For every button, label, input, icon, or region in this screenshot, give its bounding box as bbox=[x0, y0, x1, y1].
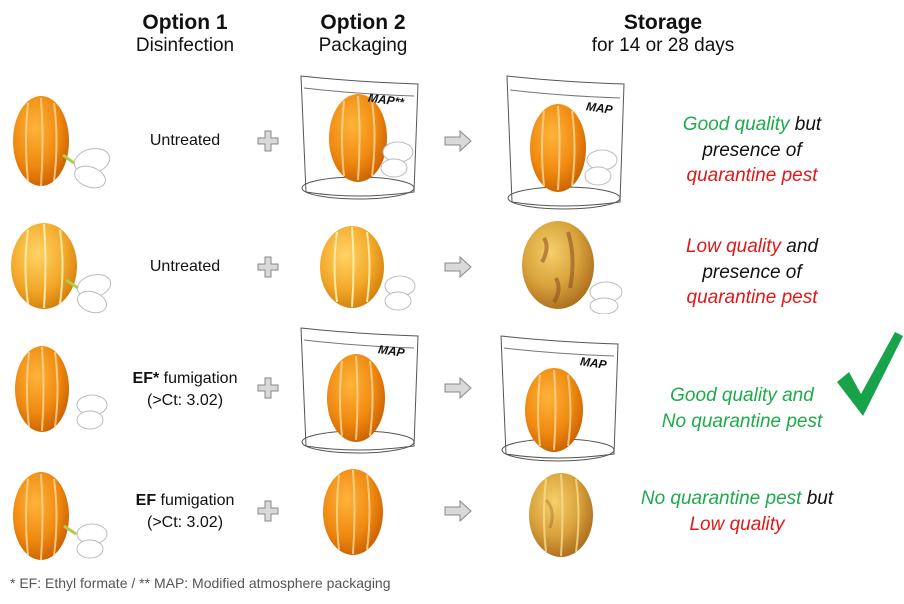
result-row1-pest: quarantine pest bbox=[686, 165, 818, 187]
result-row3: Good quality and No quarantine pest bbox=[632, 383, 852, 434]
header-storage-subtitle: for 14 or 28 days bbox=[591, 35, 735, 57]
treatment-row4-rest: fumigation bbox=[156, 492, 235, 509]
result-row1-presence: presence of bbox=[702, 139, 802, 161]
melon-row4-packaging bbox=[323, 469, 383, 555]
header-storage-title: Storage bbox=[623, 11, 703, 34]
result-row1-good: Good quality bbox=[682, 114, 790, 135]
result-row3-line1: Good quality and bbox=[670, 385, 814, 406]
header-option1-title: Option 1 bbox=[142, 11, 228, 34]
pest-icon bbox=[62, 148, 111, 189]
arrow-icon bbox=[444, 500, 472, 522]
result-row4-nopest: No quarantine pest bbox=[640, 488, 802, 509]
melon-row4-storage bbox=[529, 473, 593, 557]
result-row4: No quarantine pest but Low quality bbox=[620, 486, 854, 537]
header-storage: Storage for 14 or 28 days bbox=[568, 10, 758, 58]
header-option1-subtitle: Disinfection bbox=[135, 35, 235, 57]
result-row4-low: Low quality bbox=[689, 513, 785, 535]
result-row2-low: Low quality bbox=[685, 236, 782, 257]
treatment-row1: Untreated bbox=[149, 132, 221, 149]
treatment-row2: Untreated bbox=[149, 258, 221, 275]
arrow-icon bbox=[444, 256, 472, 278]
result-row4-but: but bbox=[801, 488, 834, 509]
melon-row1-raw bbox=[13, 96, 111, 189]
treatment-row3-bold: EF* bbox=[132, 370, 160, 387]
result-row1: Good quality but presence of quarantine … bbox=[642, 112, 862, 189]
treatment-row4: EF fumigation (>Ct: 3.02) bbox=[110, 490, 260, 533]
footnote: * EF: Ethyl formate / ** MAP: Modified a… bbox=[10, 575, 391, 591]
map-bag-row1 bbox=[300, 75, 419, 200]
treatment-row3-ct: (>Ct: 3.02) bbox=[146, 391, 224, 409]
header-option2: Option 2 Packaging bbox=[278, 10, 448, 58]
header-option1: Option 1 Disinfection bbox=[100, 10, 270, 58]
arrow-icon bbox=[444, 377, 472, 399]
result-row2-presence: presence of bbox=[702, 261, 802, 283]
result-row2-and: and bbox=[781, 236, 819, 257]
melon-row2-packaging bbox=[320, 226, 416, 311]
header-option2-title: Option 2 bbox=[320, 11, 406, 34]
checkmark-icon bbox=[837, 332, 903, 416]
plus-icon bbox=[257, 130, 279, 152]
melon-row3-raw bbox=[15, 346, 108, 432]
result-row2-pest: quarantine pest bbox=[686, 287, 818, 309]
treatment-row3-rest: fumigation bbox=[159, 370, 238, 387]
header-option2-subtitle: Packaging bbox=[318, 35, 408, 57]
melon-row2-raw bbox=[11, 223, 112, 314]
treatment-row4-bold: EF bbox=[135, 492, 157, 509]
result-row1-but: but bbox=[789, 114, 822, 135]
plus-icon bbox=[257, 500, 279, 522]
map-bag-row3-storage bbox=[500, 335, 619, 462]
plus-icon bbox=[257, 256, 279, 278]
melon-row2-storage bbox=[522, 221, 623, 314]
map-bag-row1-storage bbox=[506, 75, 625, 210]
arrow-icon bbox=[444, 130, 472, 152]
plus-icon bbox=[257, 377, 279, 399]
treatment-row4-ct: (>Ct: 3.02) bbox=[146, 513, 224, 531]
result-row2: Low quality and presence of quarantine p… bbox=[642, 234, 862, 311]
result-row3-line2: No quarantine pest bbox=[661, 410, 823, 432]
treatment-row3: EF* fumigation (>Ct: 3.02) bbox=[110, 368, 260, 411]
map-bag-row3 bbox=[300, 327, 419, 454]
melon-row4-raw bbox=[13, 472, 108, 561]
